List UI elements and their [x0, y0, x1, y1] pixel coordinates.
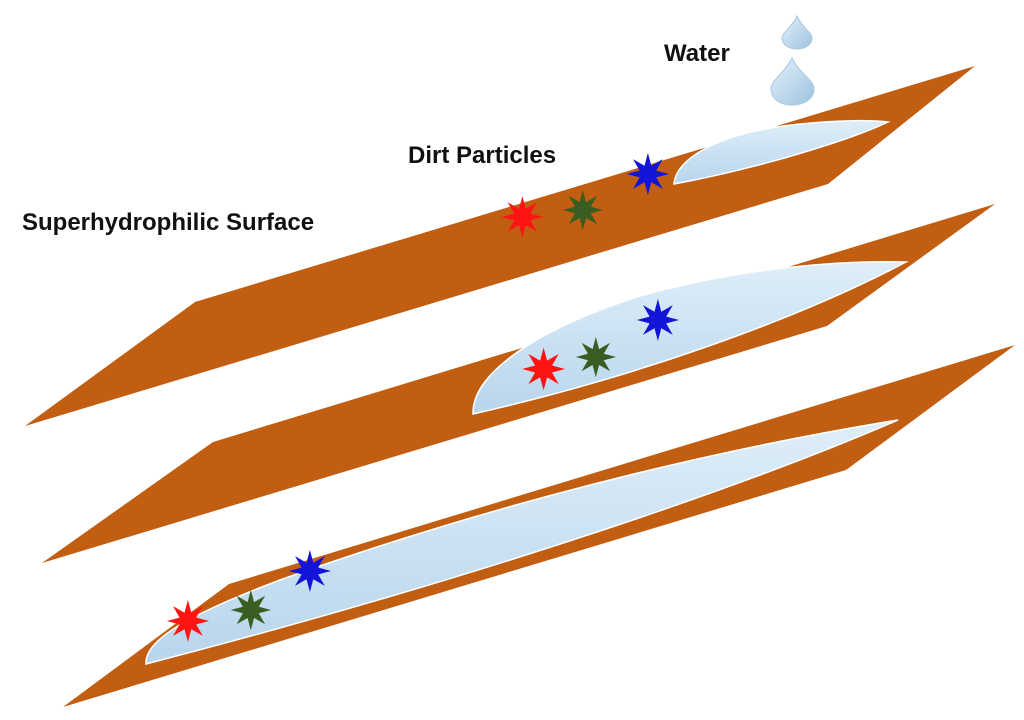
water-drop-large — [770, 56, 815, 106]
dirt-particle-blue — [288, 549, 331, 592]
dirt-particle-red — [501, 196, 543, 238]
dirt-particle-blue — [626, 152, 669, 195]
dirt-particle-red — [522, 347, 565, 391]
dirt-particle-green — [562, 189, 603, 231]
dirt-particle-red — [166, 599, 209, 642]
dirt-particle-green — [230, 589, 271, 631]
water-film — [145, 419, 899, 665]
water-droplets — [770, 14, 815, 106]
water-label: Water — [664, 40, 730, 67]
water-film — [472, 260, 909, 415]
water-droplet-on-surface — [673, 119, 891, 185]
dirt-particle-green — [575, 336, 616, 378]
surface-panel-2 — [42, 204, 995, 563]
dirt-particle-blue — [636, 298, 679, 341]
surface-panel-1 — [25, 66, 975, 426]
surface-panel-3 — [63, 345, 1015, 707]
water-drop-small — [781, 14, 813, 50]
dirt-particles-label: Dirt Particles — [408, 142, 557, 169]
superhydrophilic-surface-label: Superhydrophilic Surface — [22, 209, 315, 236]
